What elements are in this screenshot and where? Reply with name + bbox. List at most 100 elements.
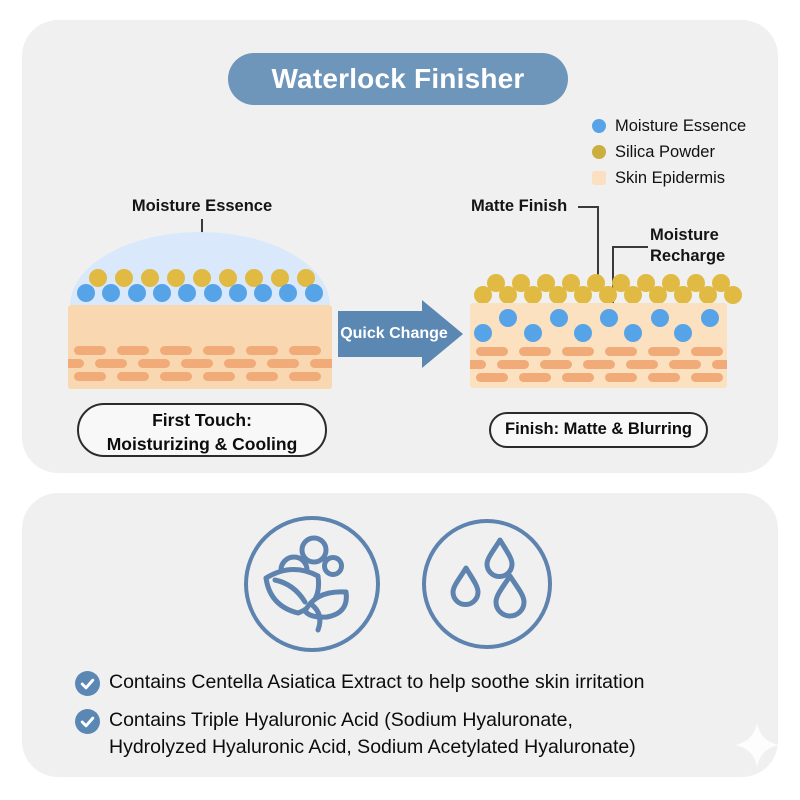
finish-caption: Finish: Matte & Blurring xyxy=(489,412,708,448)
moisture-dot xyxy=(203,284,222,302)
silica-dot xyxy=(624,286,642,304)
silica-dot xyxy=(687,274,705,292)
benefit-item-centella: Contains Centella Asiatica Extract to he… xyxy=(75,669,765,696)
centella-leaf-icon xyxy=(244,516,380,652)
skin-layer-after xyxy=(470,303,727,388)
skin-cell xyxy=(540,360,572,369)
skin-cell xyxy=(712,360,727,369)
check-icon xyxy=(75,671,100,696)
sparkle-icon xyxy=(735,723,779,767)
moisture-dot xyxy=(549,309,568,327)
skin-cell xyxy=(117,372,149,381)
moisture-recharge-line1: Moisture xyxy=(650,226,719,244)
silica-dot xyxy=(487,274,505,292)
skin-cell xyxy=(74,372,106,381)
silica-dot xyxy=(587,274,605,292)
skin-cell xyxy=(267,359,299,368)
pointer-line xyxy=(578,206,599,208)
moisture-dot xyxy=(228,284,247,302)
skin-cell xyxy=(519,373,551,382)
legend-item-skin-epidermis: Skin Epidermis xyxy=(592,166,746,190)
silica-dot xyxy=(637,274,655,292)
pointer-line xyxy=(597,206,599,282)
moisture-dot xyxy=(304,284,323,302)
skin-cell xyxy=(160,372,192,381)
benefit-text: Contains Triple Hyaluronic Acid (Sodium … xyxy=(109,707,636,761)
product-diagram-panel: Waterlock Finisher Moisture Essence Sili… xyxy=(22,20,778,473)
moisture-essence-label: Moisture Essence xyxy=(131,197,273,215)
legend: Moisture Essence Silica Powder Skin Epid… xyxy=(592,114,746,190)
skin-cell xyxy=(117,346,149,355)
legend-item-silica-powder: Silica Powder xyxy=(592,140,746,164)
hydration-drops-icon xyxy=(422,519,552,649)
skin-cell xyxy=(648,373,680,382)
skin-cell xyxy=(224,359,256,368)
silica-powder-dot-icon xyxy=(592,145,606,159)
silica-dot xyxy=(612,274,630,292)
skin-cell xyxy=(562,373,594,382)
first-touch-caption: First Touch: Moisturizing & Cooling xyxy=(77,403,327,457)
pointer-line xyxy=(612,246,648,248)
skin-cell xyxy=(289,372,321,381)
legend-label: Silica Powder xyxy=(615,142,715,161)
silica-dot xyxy=(662,274,680,292)
silica-dot xyxy=(193,269,211,287)
skin-cell xyxy=(95,359,127,368)
silica-dot xyxy=(271,269,289,287)
moisture-dot xyxy=(674,324,692,342)
moisture-dot xyxy=(77,284,95,302)
silica-dot xyxy=(89,269,107,287)
silica-dot xyxy=(674,286,692,304)
skin-cell xyxy=(669,360,701,369)
skin-cell xyxy=(68,359,84,368)
skin-cell xyxy=(181,359,213,368)
benefit-text-line1: Contains Triple Hyaluronic Acid (Sodium … xyxy=(109,709,573,731)
page-title: Waterlock Finisher xyxy=(228,53,568,105)
moisture-dot xyxy=(701,309,719,327)
arrow-label: Quick Change xyxy=(340,325,448,342)
skin-cell xyxy=(605,347,637,356)
skin-cell xyxy=(246,372,278,381)
silica-dot xyxy=(297,269,315,287)
moisture-dot xyxy=(279,284,298,302)
benefits-panel: Contains Centella Asiatica Extract to he… xyxy=(22,493,779,777)
silica-dot xyxy=(115,269,133,287)
moisture-dot xyxy=(624,324,642,342)
silica-dot xyxy=(724,286,742,304)
skin-cell xyxy=(310,359,332,368)
skin-cell xyxy=(160,346,192,355)
skin-cell xyxy=(246,346,278,355)
skin-cell xyxy=(691,347,723,356)
skin-cell xyxy=(605,373,637,382)
moisture-dot xyxy=(524,324,542,342)
moisture-dot xyxy=(152,284,171,302)
caption-line2: Moisturizing & Cooling xyxy=(106,434,298,454)
skin-cell xyxy=(519,347,551,356)
silica-dot xyxy=(245,269,263,287)
benefit-text-line2: Hydrolyzed Hyaluronic Acid, Sodium Acety… xyxy=(109,736,636,758)
skin-cell xyxy=(691,373,723,382)
moisture-dot xyxy=(574,324,592,342)
moisture-dot xyxy=(474,324,492,342)
moisture-dot xyxy=(254,284,273,302)
skin-cell xyxy=(497,360,529,369)
silica-dot xyxy=(562,274,580,292)
legend-item-moisture-essence: Moisture Essence xyxy=(592,114,746,138)
moisture-recharge-line2: Recharge xyxy=(650,247,726,265)
benefit-list: Contains Centella Asiatica Extract to he… xyxy=(75,669,765,761)
skin-cell xyxy=(289,346,321,355)
matte-finish-label: Matte Finish xyxy=(471,197,568,215)
skin-cell xyxy=(626,360,658,369)
skin-layer-before xyxy=(68,305,332,389)
caption-line1: First Touch: xyxy=(152,410,252,430)
silica-dot xyxy=(141,269,159,287)
skin-cell xyxy=(138,359,170,368)
skin-epidermis-swatch-icon xyxy=(592,171,606,185)
skin-cell xyxy=(203,346,235,355)
silica-dot xyxy=(599,286,617,304)
skin-cell xyxy=(648,347,680,356)
silica-dot xyxy=(524,286,542,304)
quick-change-arrow-icon xyxy=(338,300,463,368)
silica-dot xyxy=(499,286,517,304)
